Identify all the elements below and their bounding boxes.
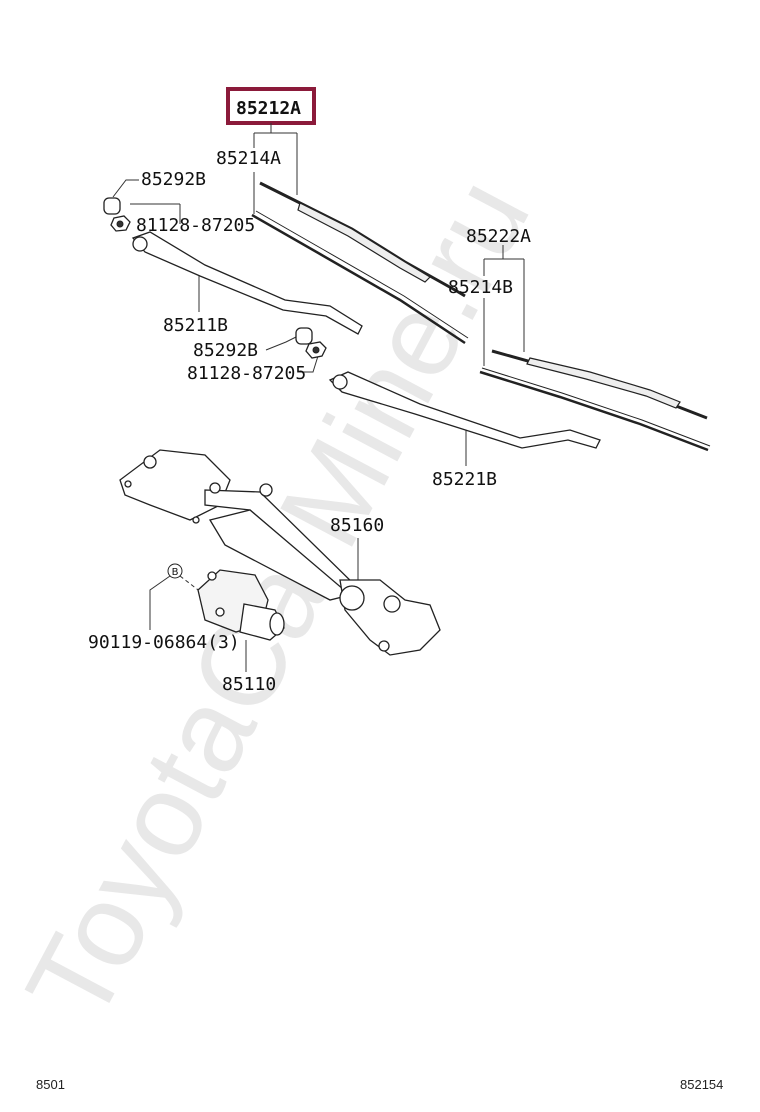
right-wiper-blade [479,349,711,452]
bolt-marker: B [167,563,183,579]
cap-nut-mid [295,327,327,359]
leader-lines [112,123,525,672]
label-81128-mid[interactable]: 81128-87205 [187,363,306,384]
label-85214A[interactable]: 85214A [216,148,281,169]
bolt-marker-letter: B [172,567,179,578]
label-85222A[interactable]: 85222A [466,226,531,247]
footer-right-code: 852154 [680,1077,724,1092]
label-90119[interactable]: 90119-06864(3) [88,632,240,653]
label-85110[interactable]: 85110 [222,674,276,695]
label-85292B-top[interactable]: 85292B [141,169,206,190]
footer-left-code: 8501 [36,1077,65,1092]
label-85212A[interactable]: 85212A [236,98,301,119]
label-85214B[interactable]: 85214B [448,277,513,298]
wiper-link-assembly [119,449,441,656]
label-81128-top[interactable]: 81128-87205 [136,215,255,236]
label-85221B[interactable]: 85221B [432,469,497,490]
cap-nut-top [103,197,131,232]
left-wiper-blade [251,181,469,345]
left-wiper-arm [131,231,363,335]
wiper-motor [197,569,285,641]
label-85160[interactable]: 85160 [330,515,384,536]
right-wiper-arm [328,371,601,449]
label-85211B[interactable]: 85211B [163,315,228,336]
label-85292B-mid[interactable]: 85292B [193,340,258,361]
